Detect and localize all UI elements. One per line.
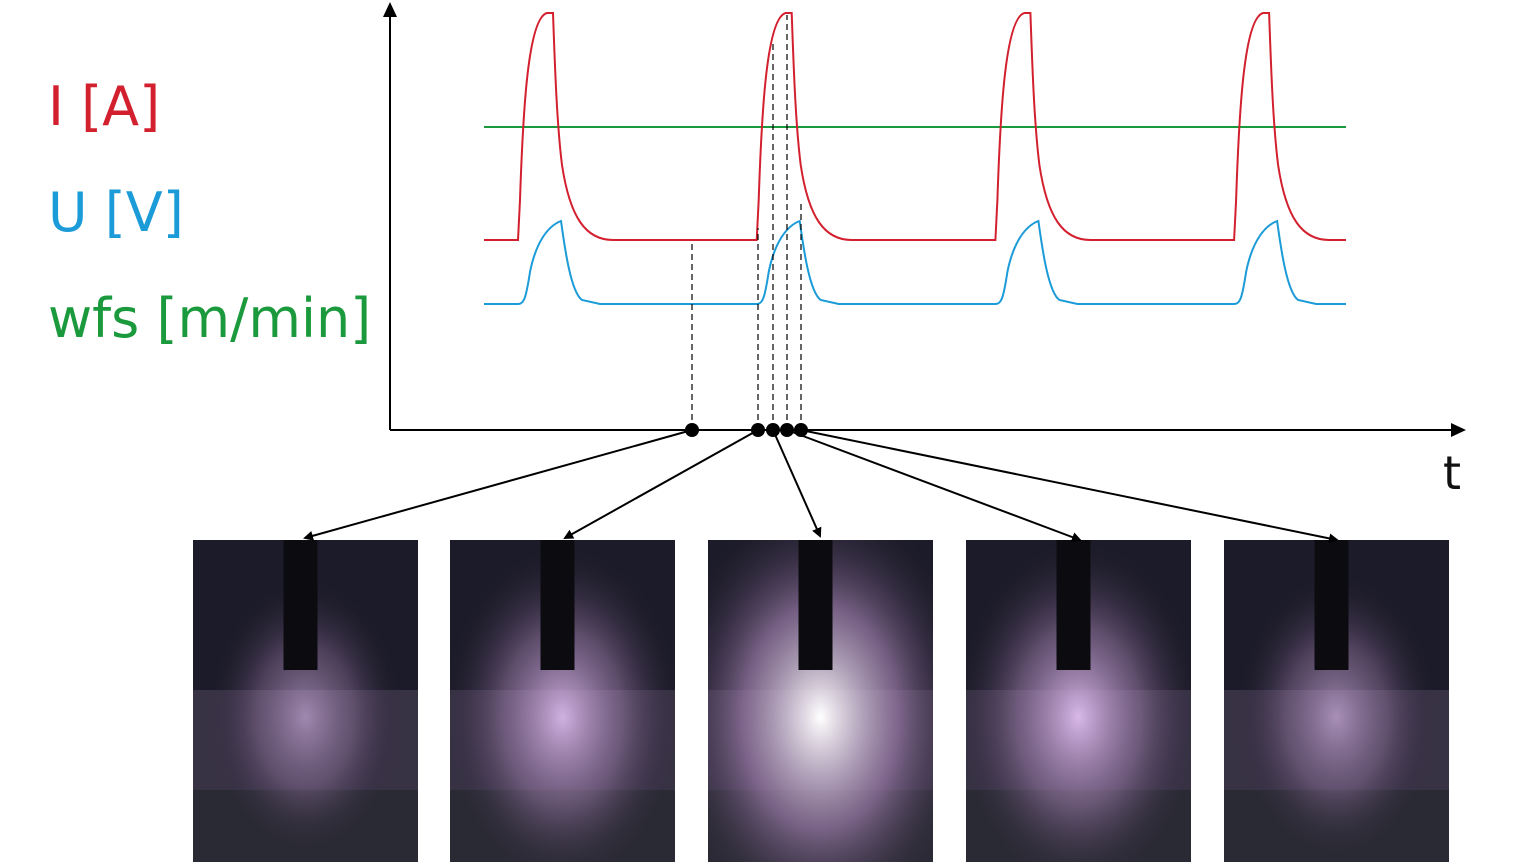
electrode-icon <box>1056 540 1091 670</box>
frame-droplet-detach <box>966 540 1191 862</box>
x-axis-arrow <box>1451 423 1466 437</box>
electrode-icon <box>1314 540 1349 670</box>
snapshot-arrow <box>786 429 1082 542</box>
electrode-icon <box>540 540 575 670</box>
snapshot-arrow <box>772 429 822 538</box>
frame-background-phase <box>193 540 418 862</box>
electrode-icon <box>798 540 833 670</box>
current-label: I [A] <box>48 75 161 138</box>
electrode-icon <box>283 540 318 670</box>
time-axis-label: t <box>1443 446 1462 500</box>
voltage-label: U [V] <box>48 181 184 244</box>
snapshot-arrow <box>563 429 759 539</box>
time-marker-dot <box>685 423 699 437</box>
voltage-waveform <box>484 219 1346 305</box>
y-axis-arrow <box>383 2 397 17</box>
snapshot-arrow <box>800 429 1339 544</box>
snapshot-arrow <box>303 429 693 541</box>
wire-feed-speed-label: wfs [m/min] <box>48 287 372 350</box>
time-marker-dot <box>751 423 765 437</box>
current-waveform <box>484 12 1346 241</box>
frame-droplet-transfer <box>1224 540 1449 862</box>
time-marker-dot <box>794 423 808 437</box>
time-marker-dot <box>780 423 794 437</box>
frame-pulse-peak <box>708 540 933 862</box>
frame-pulse-rise <box>450 540 675 862</box>
time-marker-dot <box>766 423 780 437</box>
